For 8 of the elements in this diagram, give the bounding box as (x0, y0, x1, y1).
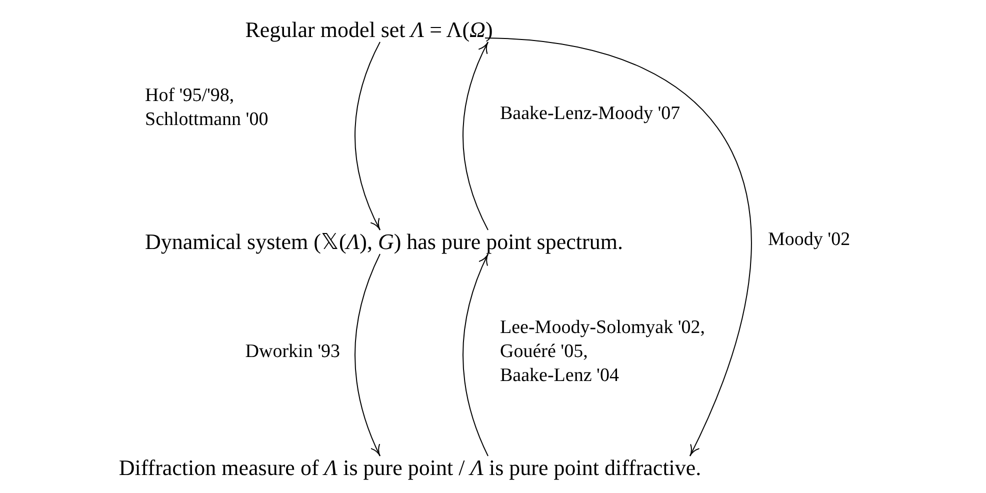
edge-label: Lee-Moody-Solomyak '02, Gouéré '05, Baake-Lenz '04 (500, 316, 706, 388)
statement-text: Dynamical system (𝕏(Λ), G) has pure point spectrum. (145, 229, 623, 255)
edge-label: Baake-Lenz-Moody '07 (500, 102, 682, 126)
statement-text: Diffraction measure of Λ is pure point / Λ is pure point diffractive. (118, 455, 702, 481)
edge-label: Hof '95/'98, Schlottmann '00 (145, 84, 270, 132)
statement-text: Regular model set Λ = Λ(Ω) (245, 17, 493, 43)
edge-label: Moody '02 (768, 228, 852, 252)
edge-label: Dworkin '93 (244, 340, 340, 364)
